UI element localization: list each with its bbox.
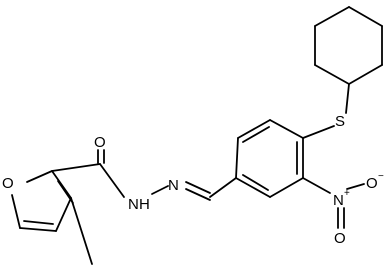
bond (235, 137, 239, 179)
c-s-bond (302, 125, 335, 139)
bond (51, 170, 72, 199)
benzene-ring (235, 119, 304, 198)
bond (51, 163, 101, 172)
bond (348, 64, 383, 85)
bond (348, 6, 383, 27)
sulfur-label: S (335, 113, 345, 130)
bond (99, 163, 125, 198)
bond (55, 197, 72, 232)
bond (23, 220, 54, 225)
cyclohexane-ring (314, 6, 383, 85)
bond (314, 6, 350, 27)
bond (26, 170, 53, 183)
bond (19, 227, 57, 232)
bond (269, 119, 304, 139)
bond (11, 194, 21, 229)
furan-oxygen-label: O (2, 175, 14, 192)
imine-nitrogen-label: N (168, 177, 179, 194)
carbonyl-oxygen-label: O (94, 134, 106, 151)
nitro-nitrogen-label: N (333, 192, 344, 209)
n-o-bond (346, 183, 365, 190)
imine-bond (185, 181, 211, 194)
bond (209, 177, 237, 198)
furan-ring (11, 170, 74, 232)
imine-bond (185, 188, 211, 201)
nitro-oxygen-bottom-label: O (334, 230, 346, 247)
bond (314, 64, 350, 85)
bond (269, 177, 304, 198)
bond (242, 126, 270, 143)
bond (237, 119, 271, 139)
bond (235, 177, 271, 198)
c-n-bond (302, 177, 331, 194)
nitro-oxygen-right-label: O (366, 175, 378, 192)
bond (242, 174, 269, 191)
nitro-oxygen-right-charge: − (378, 171, 384, 182)
amide-hydrogen-label: H (139, 196, 150, 213)
s-c-bond (345, 83, 350, 114)
methyl-bond (70, 197, 93, 265)
nitro-nitrogen-charge: + (344, 188, 350, 199)
amide-nitrogen-label: N (128, 196, 139, 213)
n-n-bond (151, 185, 169, 195)
